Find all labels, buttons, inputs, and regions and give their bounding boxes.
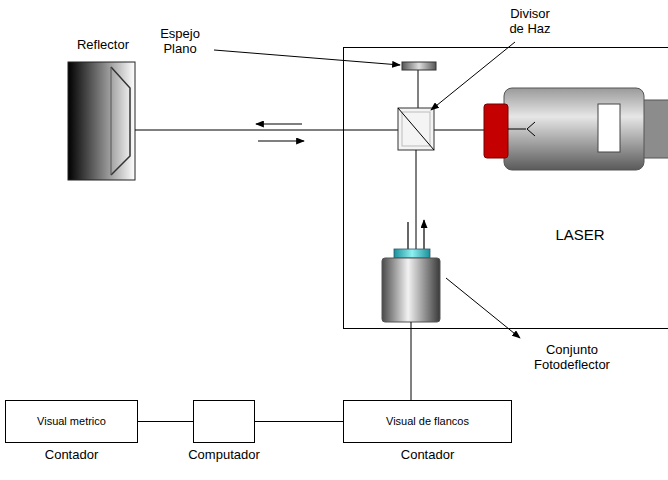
box-caption-area: Computador (188, 447, 260, 462)
part-label: Conjunto Fotodeflector (520, 342, 624, 372)
box-content: Visual de flancos (344, 401, 511, 442)
box-caption: Contador (45, 447, 98, 462)
housing-outline (344, 48, 668, 329)
counter-box: Visual de flancosContador (343, 400, 512, 443)
box-text: Visual metrico (37, 415, 106, 428)
box-content (194, 401, 254, 442)
box-caption-area: Contador (401, 447, 454, 462)
part-label: Espejo Plano (150, 26, 210, 56)
leader-line (431, 42, 515, 110)
box-caption-area: Contador (45, 447, 98, 462)
part-label: Divisor de Haz (505, 6, 555, 36)
counter-box: Computador (193, 400, 255, 443)
box-text: Visual de flancos (386, 415, 469, 428)
laser-beam (416, 150, 417, 250)
signal-wire (411, 322, 412, 400)
part-label: LASER (545, 227, 615, 242)
box-content: Visual metrico (6, 401, 137, 442)
beam-direction-arrow (258, 140, 304, 141)
beam-splitter (398, 108, 434, 150)
counter-box: Visual metricoContador (5, 400, 138, 443)
leader-line (214, 50, 400, 65)
reflector-symbol (68, 62, 135, 180)
part-label: Reflector (63, 37, 143, 52)
photodetector (382, 249, 440, 322)
box-caption: Computador (188, 447, 260, 462)
signal-connector (138, 421, 193, 422)
beam-direction-arrow (256, 123, 302, 124)
flat-mirror (402, 62, 436, 70)
signal-connector (255, 421, 343, 422)
laser-device (484, 88, 668, 170)
box-caption: Contador (401, 447, 454, 462)
laser-beam (418, 70, 419, 108)
leader-line (446, 278, 520, 338)
